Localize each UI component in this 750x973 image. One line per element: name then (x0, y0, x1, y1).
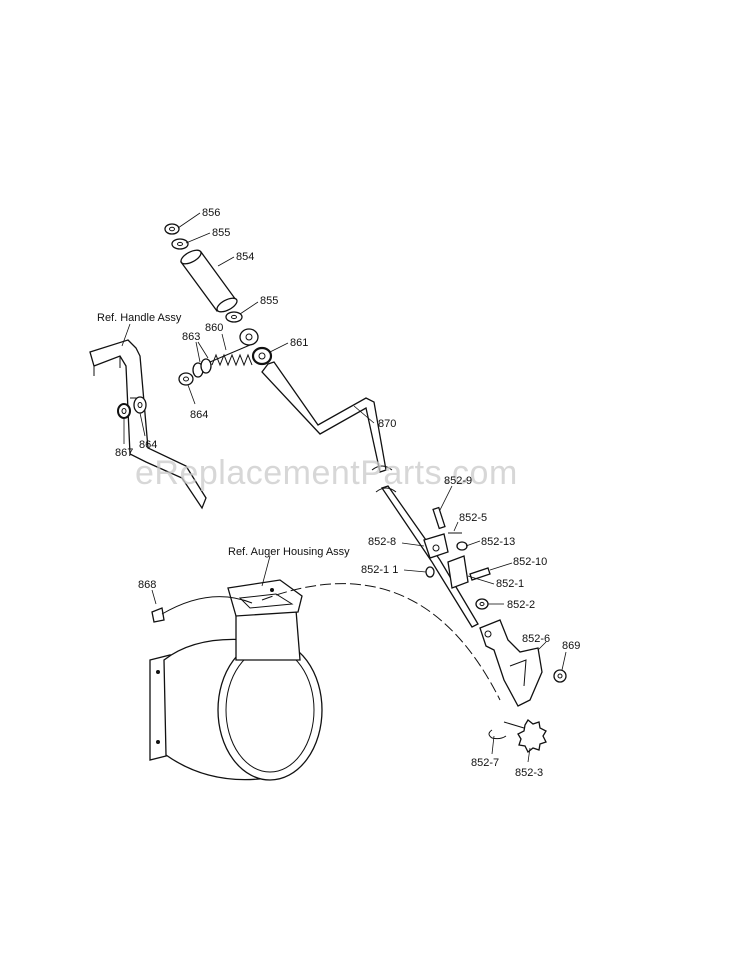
handle-bracket (89, 339, 207, 510)
part-864-washer-right (178, 372, 194, 386)
part-864-washer-left (133, 396, 147, 414)
part-867-nut (117, 403, 131, 419)
callout-864-left[interactable]: 864 (139, 439, 157, 451)
leader-lines (121, 212, 567, 763)
callout-852-9[interactable]: 852-9 (444, 475, 472, 487)
part-870-rod (261, 361, 479, 628)
part-852-10-clip (469, 567, 491, 581)
callout-867[interactable]: 867 (115, 447, 133, 459)
callout-855-lower[interactable]: 855 (260, 295, 278, 307)
part-856-nut (164, 223, 180, 235)
callout-864-right[interactable]: 864 (190, 409, 208, 421)
callout-860[interactable]: 860 (205, 322, 223, 334)
callout-856[interactable]: 856 (202, 207, 220, 219)
callout-854[interactable]: 854 (236, 251, 254, 263)
callout-852-1[interactable]: 852-1 (496, 578, 524, 590)
part-855-washer-top (171, 238, 189, 250)
part-852-9-pin (432, 506, 446, 530)
callout-869[interactable]: 869 (562, 640, 580, 652)
part-855-washer-lower (225, 311, 243, 323)
callout-870[interactable]: 870 (378, 418, 396, 430)
callout-861[interactable]: 861 (290, 337, 308, 349)
callout-852-8[interactable]: 852-8 (368, 536, 396, 548)
part-852-8-coupler (423, 533, 449, 559)
callout-852-11[interactable]: 852-1 1 (361, 564, 398, 576)
callout-852-7[interactable]: 852-7 (471, 757, 499, 769)
callout-852-6[interactable]: 852-6 (522, 633, 550, 645)
part-868-cable (151, 583, 501, 701)
part-869-nut (553, 669, 567, 683)
auger-housing (149, 579, 323, 781)
callout-863[interactable]: 863 (182, 331, 200, 343)
part-852-7-clip (488, 729, 507, 740)
watermark: eReplacementParts.com (135, 454, 518, 492)
ref-handle-assy-label: Ref. Handle Assy (97, 312, 182, 324)
part-852-11-screw (425, 566, 435, 578)
callout-852-13[interactable]: 852-13 (481, 536, 515, 548)
callout-852-3[interactable]: 852-3 (515, 767, 543, 779)
ref-auger-housing-label: Ref. Auger Housing Assy (228, 546, 350, 558)
callout-852-2[interactable]: 852-2 (507, 599, 535, 611)
callout-852-10[interactable]: 852-10 (513, 556, 547, 568)
part-852-13-spring (456, 541, 468, 551)
part-852-6-bracket (479, 619, 543, 707)
callout-855-top[interactable]: 855 (212, 227, 230, 239)
part-852-1-block (447, 555, 469, 589)
part-852-2-washer (475, 598, 489, 610)
part-854-tube (180, 249, 238, 313)
callout-868[interactable]: 868 (138, 579, 156, 591)
part-861-spacer (239, 328, 273, 366)
part-863-washers (192, 358, 212, 378)
part-860-spring (209, 344, 253, 367)
callout-852-5[interactable]: 852-5 (459, 512, 487, 524)
part-852-3-gear (503, 719, 547, 754)
